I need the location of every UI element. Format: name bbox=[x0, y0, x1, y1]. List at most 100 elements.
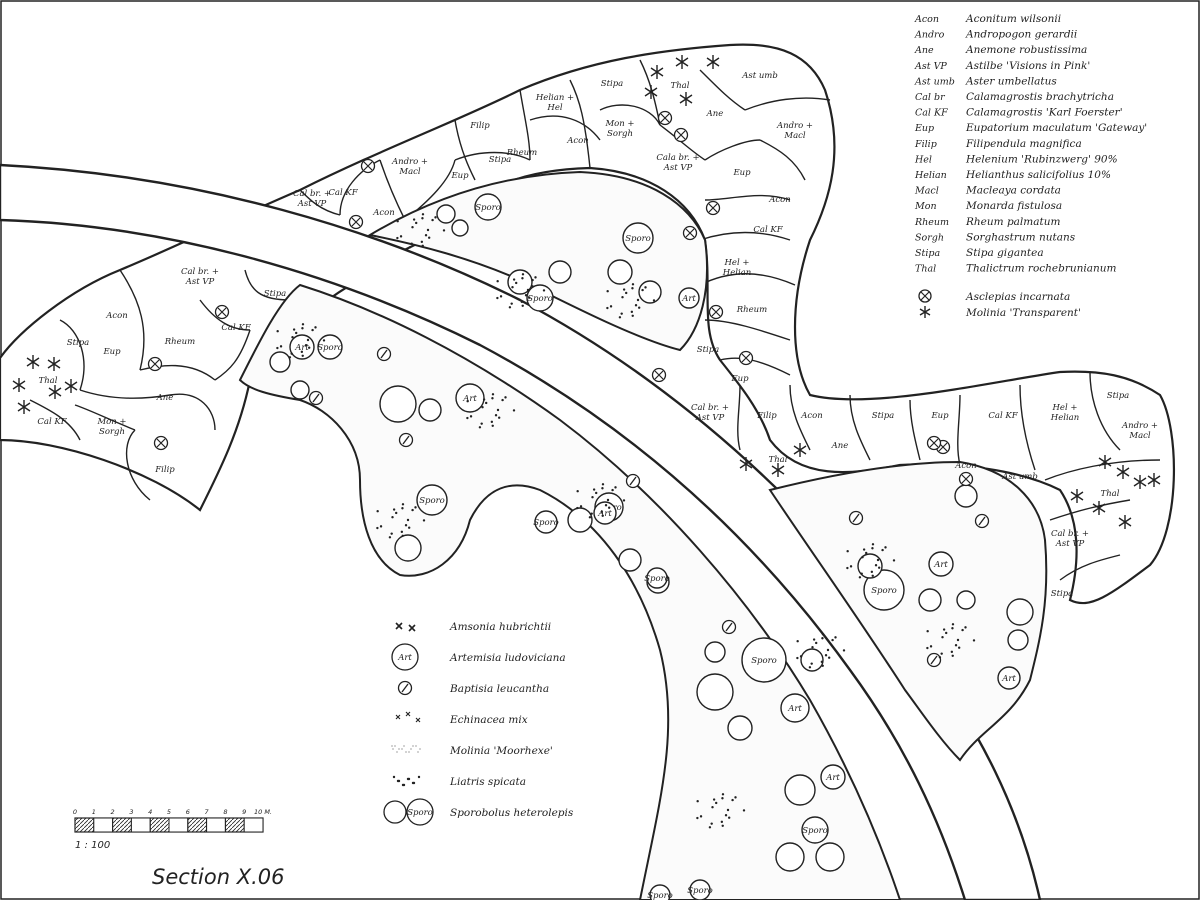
liatris-dot bbox=[407, 526, 411, 529]
liatris-dot bbox=[957, 646, 961, 649]
liatris-dot bbox=[376, 510, 379, 513]
liatris-dot bbox=[399, 235, 403, 238]
liatris-dot bbox=[631, 287, 634, 290]
matrix-plant-circle bbox=[997, 666, 1021, 690]
liatris-dot bbox=[621, 295, 624, 299]
liatris-dot bbox=[511, 285, 514, 289]
molinia-symbol bbox=[48, 385, 62, 399]
bed-label: Ane bbox=[156, 393, 174, 403]
liatris-dot bbox=[521, 277, 524, 280]
bed-label: Stipa bbox=[67, 338, 89, 348]
liatris-dot bbox=[306, 338, 310, 342]
molinia-symbol bbox=[644, 85, 658, 99]
matrix-plant-label: Sporo bbox=[751, 656, 777, 666]
bed-label: Cal KF bbox=[37, 417, 67, 427]
liatris-dot bbox=[406, 518, 410, 522]
liatris-dot bbox=[871, 574, 874, 577]
species-key-abbr: Sorgh bbox=[915, 232, 944, 243]
liatris-dot bbox=[508, 306, 512, 309]
liatris-dot bbox=[301, 354, 304, 357]
liatris-dot bbox=[604, 504, 608, 507]
liatris-dot bbox=[504, 396, 507, 399]
matrix-plant-circle bbox=[800, 648, 824, 672]
matrix-plant-label: Sporo bbox=[647, 891, 673, 900]
liatris-dot bbox=[401, 503, 405, 506]
matrix-key-name: Liatris spicata bbox=[449, 776, 526, 788]
scale-tick-label: 1 bbox=[92, 808, 96, 816]
bed-label: Andro +Macl bbox=[776, 121, 813, 141]
species-key-name: Thalictrum rochebrunianum bbox=[966, 263, 1117, 275]
species-key-name: Anemone robustissima bbox=[965, 44, 1087, 56]
bed-label: Stipa bbox=[1051, 589, 1073, 599]
liatris-dot bbox=[412, 218, 416, 221]
species-key-abbr: Rheum bbox=[914, 217, 949, 228]
bed-label: Ane bbox=[831, 441, 849, 451]
liatris-dot bbox=[501, 398, 504, 402]
scale-tick-label: 6 bbox=[186, 808, 190, 816]
liatris-dot bbox=[292, 328, 296, 331]
fine-stipple-icon bbox=[391, 745, 421, 753]
matrix-plant-label: Art bbox=[462, 394, 477, 404]
bed-label: Stipa bbox=[697, 345, 719, 355]
liatris-dot bbox=[644, 286, 647, 289]
liatris-dot bbox=[594, 491, 598, 495]
asclepias-symbol bbox=[657, 110, 673, 126]
bed-label: Helian +Hel bbox=[535, 93, 574, 113]
liatris-dot bbox=[637, 306, 641, 309]
liatris-dot bbox=[311, 328, 314, 332]
liatris-dot bbox=[307, 346, 311, 349]
matrix-plant-circles: SporoSporoSporoArtArtSporoArtSporoSporoS… bbox=[269, 193, 1034, 900]
liatris-dot bbox=[527, 296, 531, 299]
symbol-key-name: Asclepias incarnata bbox=[965, 291, 1070, 303]
asclepias-symbol bbox=[147, 356, 163, 372]
molinia-symbol bbox=[706, 55, 720, 69]
matrix-plant-circle bbox=[956, 590, 976, 610]
matrix-plant-label: Sporo bbox=[644, 574, 670, 584]
bed-label: Cal br. +Ast VP bbox=[181, 267, 219, 287]
species-key-abbr: Helian bbox=[914, 170, 947, 181]
liatris-dot bbox=[720, 820, 724, 824]
liatris-dot bbox=[411, 508, 414, 512]
asclepias-symbol bbox=[214, 304, 230, 320]
garden-path bbox=[0, 163, 1042, 900]
bed-label: Ast umb bbox=[1001, 472, 1038, 482]
liatris-dot bbox=[820, 660, 824, 664]
liatris-dot bbox=[601, 483, 605, 486]
symbol-key-name: Molinia 'Transparent' bbox=[965, 307, 1081, 319]
matrix-plant-circle bbox=[646, 567, 668, 589]
liatris-dot bbox=[926, 630, 929, 633]
liatris-dot bbox=[496, 296, 499, 300]
molinia-symbol bbox=[679, 92, 693, 106]
liatris-dot bbox=[601, 487, 604, 490]
bed-label: Hel +Helian bbox=[1050, 403, 1079, 423]
cross-pair-icon bbox=[395, 622, 416, 632]
liatris-dot bbox=[606, 290, 609, 293]
liatris-dot bbox=[484, 401, 488, 405]
baptisia-symbol bbox=[376, 346, 392, 362]
liatris-dot bbox=[620, 312, 623, 315]
liatris-dot bbox=[870, 570, 874, 574]
species-key-abbr: Macl bbox=[914, 186, 939, 197]
liatris-dot bbox=[827, 656, 831, 659]
matrix-plant-circle bbox=[526, 284, 554, 312]
matrix-plant-label: Sporo bbox=[475, 203, 501, 213]
matrix-plant-circle bbox=[780, 693, 810, 723]
liatris-dot bbox=[276, 346, 279, 350]
scale-tick-label: 8 bbox=[223, 808, 227, 816]
matrix-plant-circle bbox=[689, 879, 711, 900]
liatris-dot bbox=[614, 486, 617, 489]
matrix-plant-circle bbox=[567, 507, 593, 533]
liatris-dot bbox=[290, 352, 293, 355]
species-key-name: Aster umbellatus bbox=[965, 75, 1057, 87]
species-key-abbr: Eup bbox=[914, 123, 934, 134]
liatris-dot bbox=[796, 640, 799, 643]
liatris-dot bbox=[434, 216, 437, 219]
liatris-dot bbox=[279, 345, 283, 348]
small-cross-icon bbox=[395, 711, 421, 723]
molinia-symbol bbox=[47, 357, 61, 371]
liatris-dot bbox=[938, 656, 942, 659]
liatris-dot bbox=[388, 536, 392, 539]
circle-x-icon bbox=[918, 289, 932, 303]
molinia-symbol bbox=[1118, 515, 1132, 529]
